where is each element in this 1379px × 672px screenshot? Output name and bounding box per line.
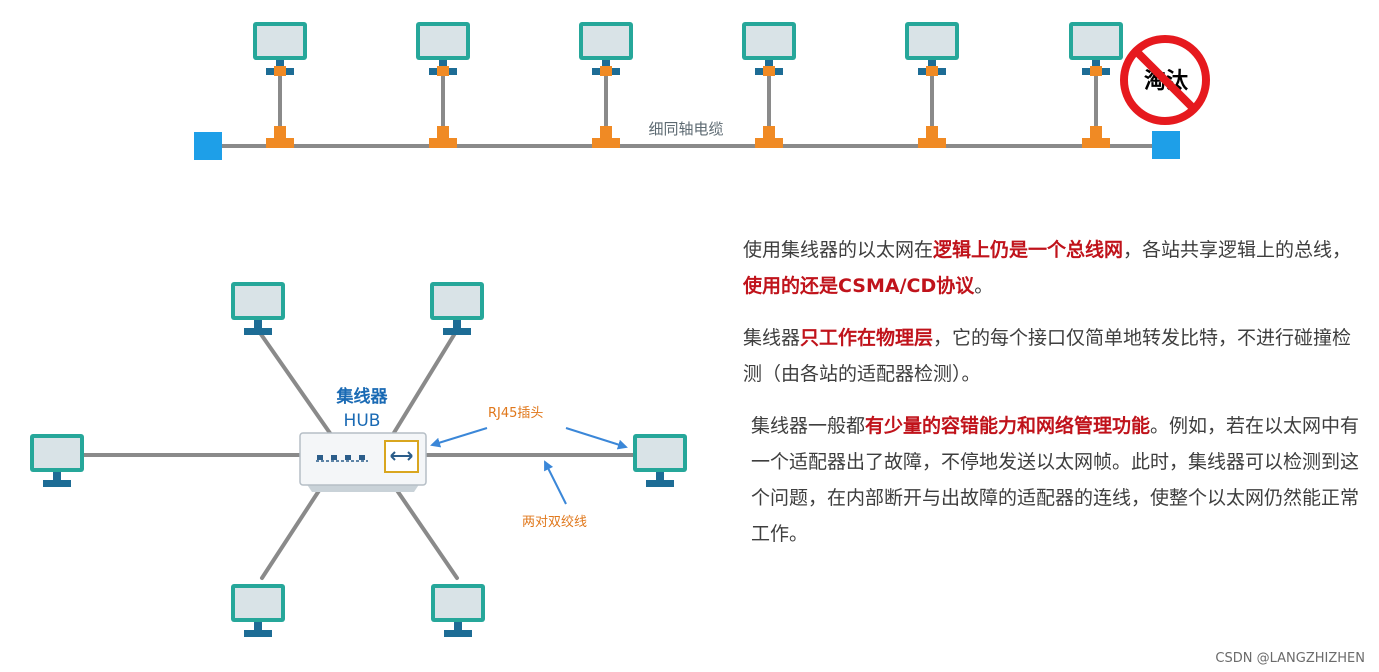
- computer-top-left: [231, 282, 285, 335]
- computer-left: [30, 434, 84, 487]
- text-segment: 。例如，若在以太网中有一个适配器出了故障，不停地发送以太网帧。此时，集线器可以检…: [751, 415, 1360, 545]
- computer-top-right: [430, 282, 484, 335]
- hub-subtitle: HUB: [344, 411, 381, 431]
- text-segment: 集线器一般都: [751, 415, 866, 437]
- paragraph-logical-bus: 使用集线器的以太网在逻辑上仍是一个总线网，各站共享逻辑上的总线， 使用的还是CSM…: [743, 232, 1367, 304]
- bus-station-6: [1069, 22, 1123, 148]
- computer-bottom-right: [431, 584, 485, 637]
- cable-label: 细同轴电缆: [648, 120, 723, 138]
- paragraph-fault-tolerance: 集线器一般都有少量的容错能力和网络管理功能。例如，若在以太网中有一个适配器出了故…: [743, 408, 1367, 552]
- computer-bottom-left: [231, 584, 285, 637]
- twisted-pair-links: [82, 328, 636, 580]
- arrow-to-cable: [544, 460, 567, 505]
- text-segment: 使用集线器的以太网在: [743, 239, 934, 261]
- text-segment: 。: [974, 275, 994, 297]
- arrow-to-hub-port: [430, 427, 488, 448]
- bus-topology: 细同轴电缆 淘汰: [194, 22, 1210, 160]
- highlighted-text: 逻辑上仍是一个总线网: [933, 239, 1124, 261]
- highlighted-text: 使用的还是CSMA/CD协议: [743, 275, 975, 297]
- hub-device: [299, 432, 427, 492]
- highlighted-text: 只工作在物理层: [800, 327, 934, 349]
- text-segment: ，各站共享逻辑上的总线，: [1123, 239, 1352, 261]
- arrow-to-station-port: [565, 427, 628, 450]
- highlighted-text: 有少量的容错能力和网络管理功能: [865, 415, 1151, 437]
- twisted-pair-label: 两对双绞线: [522, 514, 587, 530]
- paragraph-physical-layer: 集线器只工作在物理层，它的每个接口仅简单地转发比特，不进行碰撞检测（由各站的适配…: [743, 320, 1367, 392]
- text-segment: ，它的每个接口仅简单地转发比特，不进行碰撞检测（由各站的适配器检测）。: [743, 327, 1352, 385]
- bus-station-1: [253, 22, 307, 148]
- bus-station-3: [579, 22, 633, 148]
- bus-station-4: [742, 22, 796, 148]
- watermark: CSDN @LANGZHIZHEN: [1215, 651, 1365, 666]
- terminator-left: [194, 132, 222, 160]
- terminator-right: [1152, 131, 1180, 159]
- prohibited-icon: 淘汰: [1120, 35, 1210, 125]
- computer-right: [633, 434, 687, 487]
- hub-title: 集线器: [336, 386, 389, 407]
- bus-station-5: [905, 22, 959, 148]
- text-segment: 集线器: [743, 327, 801, 349]
- explanation-text: 使用集线器的以太网在逻辑上仍是一个总线网，各站共享逻辑上的总线， 使用的还是CSM…: [743, 232, 1367, 568]
- bus-station-2: [416, 22, 470, 148]
- rj45-plug-label: RJ45插头: [488, 406, 543, 421]
- star-topology: 集线器 HUB RJ45插头 两对双绞线: [30, 282, 687, 637]
